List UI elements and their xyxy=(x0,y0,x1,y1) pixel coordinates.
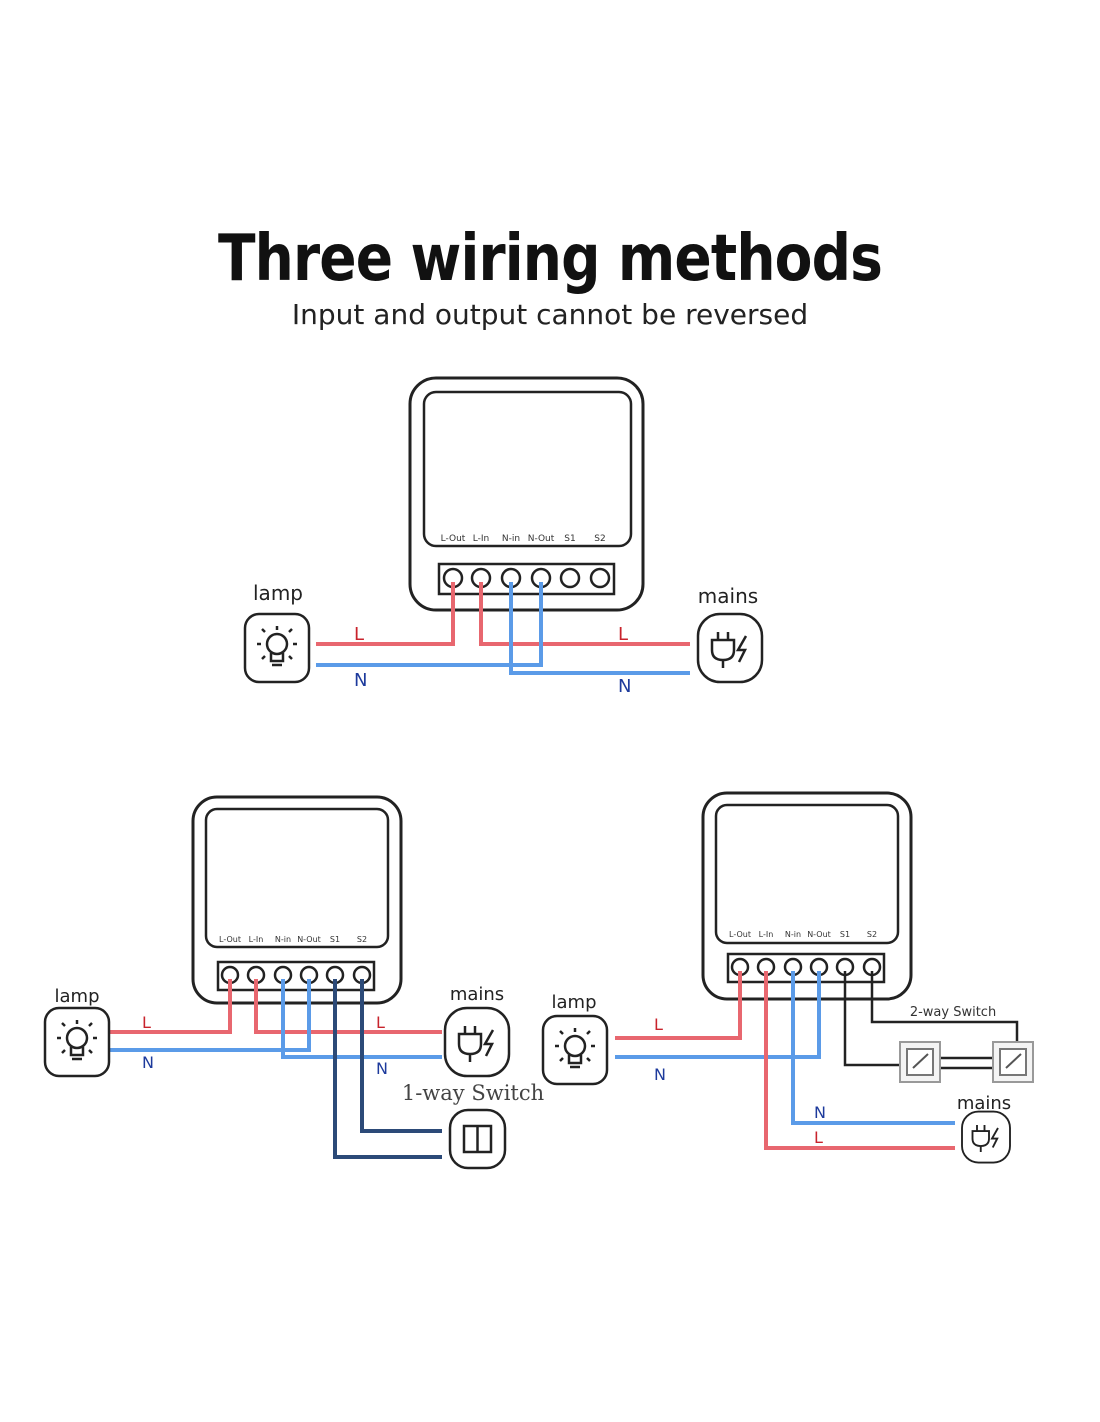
terminal-label: N-in xyxy=(785,930,801,939)
neutral-label: N xyxy=(814,1103,826,1122)
page-subtitle: Input and output cannot be reversed xyxy=(291,298,809,331)
neutral-label: N xyxy=(618,676,631,697)
live-label: L xyxy=(376,1013,385,1032)
terminal-block xyxy=(437,562,616,596)
page-title: Three wiring methods xyxy=(217,222,883,296)
terminal-label: S1 xyxy=(564,534,575,544)
neutral-label: N xyxy=(654,1065,666,1084)
neutral-label: N xyxy=(354,670,367,691)
terminal-label: N-Out xyxy=(528,534,555,544)
terminal-s2 xyxy=(589,567,611,589)
terminal-label: L-Out xyxy=(219,935,241,944)
wire-live xyxy=(254,979,442,1034)
terminal-block xyxy=(726,952,886,984)
terminal-label: L-Out xyxy=(441,534,466,544)
plug-icon xyxy=(696,612,764,684)
relay-face xyxy=(422,390,633,548)
wire-neutral xyxy=(791,971,955,1125)
relay-face xyxy=(204,807,390,949)
terminal-label: N-Out xyxy=(297,935,321,944)
mains-label: mains xyxy=(957,1093,1011,1114)
terminal-block xyxy=(216,960,376,992)
live-label: L xyxy=(618,624,628,645)
rocker-switch-icon xyxy=(448,1108,507,1170)
live-label: L xyxy=(142,1013,151,1032)
diagram-basic: L-Out L-In N-in N-Out S1 S2 lamp mains L xyxy=(243,376,764,697)
relay-face xyxy=(714,803,900,945)
wire-neutral xyxy=(509,582,690,675)
neutral-label: N xyxy=(142,1053,154,1072)
wire-live xyxy=(316,582,455,646)
wire-switch xyxy=(360,979,442,1133)
plug-icon xyxy=(443,1006,511,1078)
terminal-label: N-Out xyxy=(807,930,831,939)
lamp-icon xyxy=(43,1006,111,1078)
terminal-label: N-in xyxy=(502,534,520,544)
terminal-label: L-In xyxy=(249,935,264,944)
live-label: L xyxy=(354,624,364,645)
two-way-switch-icon xyxy=(992,1041,1034,1083)
wire-live xyxy=(615,971,742,1040)
wire-switch xyxy=(870,971,1019,1045)
mains-label: mains xyxy=(698,584,758,608)
lamp-icon xyxy=(243,612,311,684)
diagram-one-way-switch: L-Out L-In N-in N-Out S1 S2 xyxy=(43,795,544,1170)
terminal-label: L-In xyxy=(473,534,489,544)
live-label: L xyxy=(654,1015,663,1034)
plug-icon xyxy=(961,1110,1011,1164)
wire-switch xyxy=(843,971,905,1067)
wire-live xyxy=(479,582,690,646)
wire-neutral xyxy=(615,971,821,1059)
two-way-switch-label: 2-way Switch xyxy=(910,1005,996,1020)
lamp-label: lamp xyxy=(253,581,303,605)
wire-live xyxy=(110,979,232,1034)
neutral-label: N xyxy=(376,1059,388,1078)
diagram-two-way-switch: L-Out L-In N-in N-Out S1 S2 xyxy=(541,791,1034,1164)
live-label: L xyxy=(814,1128,823,1147)
terminal-s1 xyxy=(559,567,581,589)
lamp-label: lamp xyxy=(552,992,597,1013)
terminal-label: S2 xyxy=(594,534,605,544)
wire-switch xyxy=(333,979,442,1159)
wire-live xyxy=(764,971,955,1150)
wire-neutral xyxy=(110,979,311,1052)
terminal-label: S1 xyxy=(330,935,340,944)
lamp-label: lamp xyxy=(55,986,100,1007)
one-way-switch-label: 1-way Switch xyxy=(402,1081,544,1105)
mains-label: mains xyxy=(450,984,504,1005)
terminal-label: S2 xyxy=(867,930,877,939)
wire-neutral xyxy=(316,582,543,667)
terminal-label: L-Out xyxy=(729,930,751,939)
terminal-label: L-In xyxy=(759,930,774,939)
terminal-label: N-in xyxy=(275,935,291,944)
terminal-label: S2 xyxy=(357,935,367,944)
wire-neutral xyxy=(281,979,442,1059)
terminal-label: S1 xyxy=(840,930,850,939)
lamp-icon xyxy=(541,1014,609,1086)
two-way-switch-icon xyxy=(899,1041,941,1083)
